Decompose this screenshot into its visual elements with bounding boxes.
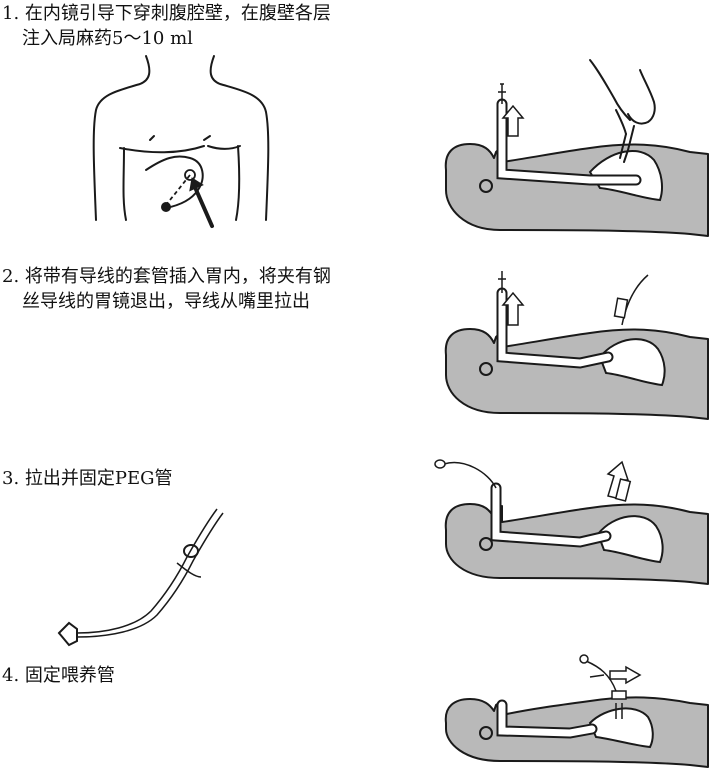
- patient-peg-pull-icon: [434, 459, 709, 585]
- step-1-text: 1. 在内镜引导下穿刺腹腔壁，在腹壁各层 注入局麻药5～10 ml: [2, 1, 331, 51]
- step-1-line-1: 在内镜引导下穿刺腹腔壁，在腹壁各层: [24, 3, 331, 24]
- hollow-up-arrow-icon: [501, 104, 525, 137]
- step-3-line-1: 拉出并固定PEG管: [24, 468, 173, 489]
- step-2-text: 2. 将带有导线的套管插入胃内，将夹有钢 丝导线的胃镜退出，导线从嘴里拉出: [2, 264, 331, 314]
- step-4-text: 4. 固定喂养管: [2, 663, 115, 688]
- step-2-line-1: 将带有导线的套管插入胃内，将夹有钢: [24, 266, 331, 287]
- step-2-number: 2.: [2, 266, 20, 287]
- step-1-line-2: 注入局麻药5～10 ml: [22, 28, 193, 49]
- step-1-number: 1.: [2, 3, 20, 24]
- step-4-number: 4.: [2, 665, 20, 686]
- step-4-line-1: 固定喂养管: [24, 665, 115, 686]
- step-3-number: 3.: [2, 468, 20, 489]
- torso-puncture-icon: [92, 55, 270, 228]
- patient-endoscope-icon: [444, 59, 709, 237]
- peg-tube-icon: [57, 508, 224, 647]
- step-2-line-2: 丝导线的胃镜退出，导线从嘴里拉出: [22, 291, 310, 312]
- feeding-tube-icon: [444, 654, 709, 768]
- patient-guidewire-icon: [444, 271, 709, 420]
- patient-body: [444, 143, 709, 237]
- step-3-text: 3. 拉出并固定PEG管: [2, 466, 173, 491]
- gloved-hands-icon: [589, 59, 656, 163]
